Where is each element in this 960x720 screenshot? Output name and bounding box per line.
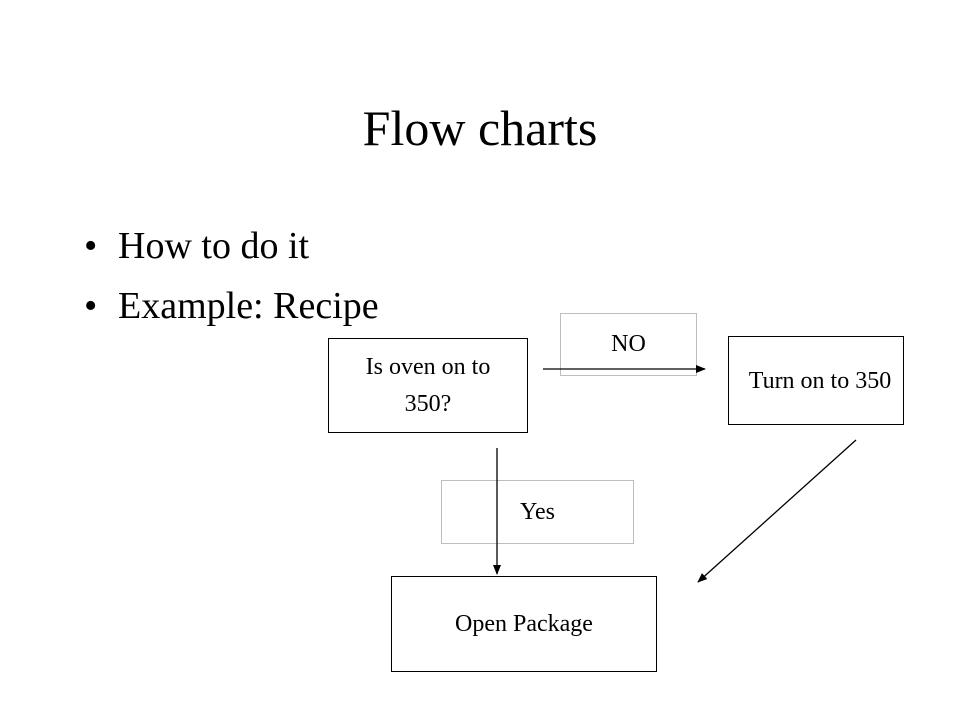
action-box	[728, 336, 904, 425]
bullet-list: • How to do it • Example: Recipe	[84, 216, 379, 336]
bullet-text: Example: Recipe	[118, 285, 379, 327]
slide-title: Flow charts	[362, 100, 598, 156]
open-package-box: Open Package	[391, 576, 657, 672]
bullet-item: • Example: Recipe	[84, 276, 379, 336]
bullet-dot: •	[84, 225, 98, 267]
bullet-dot: •	[84, 285, 98, 327]
no-label-box: NO	[560, 313, 697, 376]
no-label: NO	[611, 331, 646, 357]
bullet-text: How to do it	[118, 225, 310, 267]
return-arrow	[697, 439, 857, 583]
bullet-item: • How to do it	[84, 216, 379, 276]
decision-text-line1: Is oven on to	[365, 353, 491, 380]
decision-text-line2: 350?	[404, 390, 452, 417]
action-text: Turn on to 350	[748, 368, 892, 394]
decision-box: Is oven on to 350?	[328, 338, 528, 433]
yes-label-box: Yes	[441, 480, 634, 544]
open-package-text: Open Package	[455, 610, 593, 637]
yes-label: Yes	[520, 498, 555, 525]
